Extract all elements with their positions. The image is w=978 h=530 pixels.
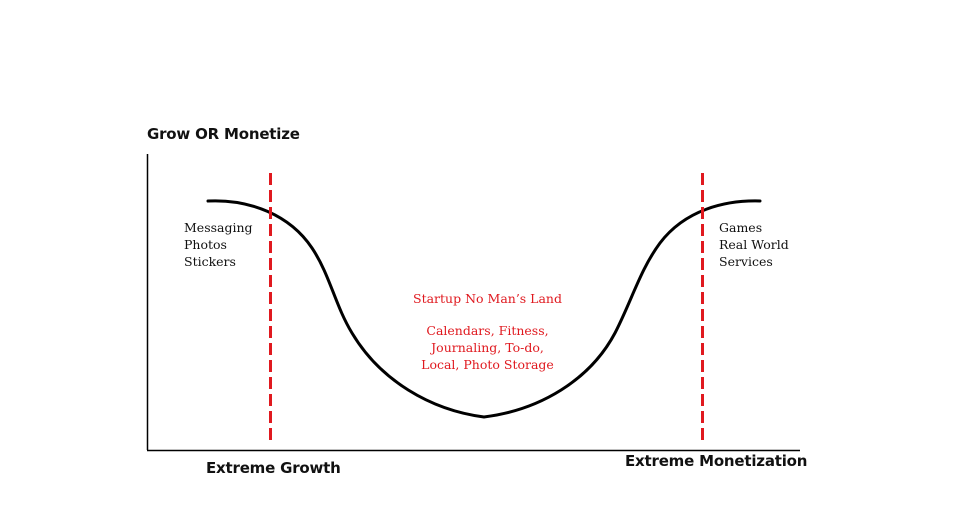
middle-zone-title: Startup No Man’s Land [413, 291, 562, 306]
middle-zone-examples: Calendars, Fitness, Journaling, To-do, L… [400, 322, 575, 373]
middle-zone-item: Journaling, To-do, [431, 340, 544, 355]
x-axis-right-label: Extreme Monetization [625, 452, 808, 470]
left-zone-examples: Messaging Photos Stickers [184, 219, 253, 270]
x-axis-left-label: Extreme Growth [206, 459, 341, 477]
left-zone-item: Messaging [184, 220, 253, 235]
right-zone-item: Real World [719, 237, 789, 252]
right-zone-item: Services [719, 254, 773, 269]
growth-monetization-curve [206, 199, 762, 419]
right-zone-item: Games [719, 220, 763, 235]
left-zone-item: Photos [184, 237, 227, 252]
right-zone-examples: Games Real World Services [719, 219, 789, 270]
middle-zone-item: Calendars, Fitness, [426, 323, 549, 338]
left-zone-item: Stickers [184, 254, 236, 269]
middle-zone-item: Local, Photo Storage [421, 357, 554, 372]
y-axis-label: Grow OR Monetize [147, 125, 300, 143]
